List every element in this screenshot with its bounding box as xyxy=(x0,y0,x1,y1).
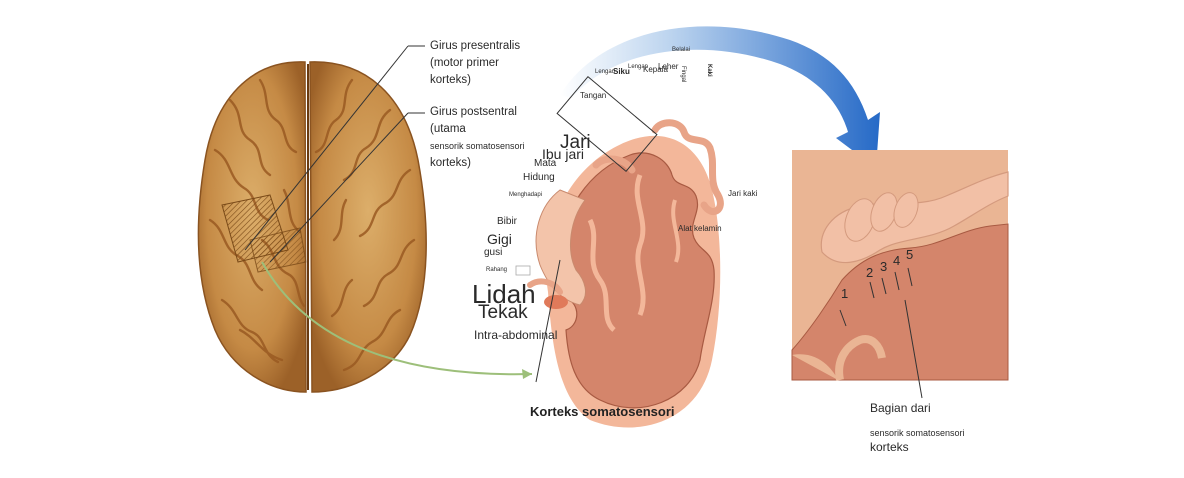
label-siku: Siku xyxy=(613,67,630,76)
postcentral-callout: Girus postsentral (utama sensorik somato… xyxy=(430,104,525,172)
postcentral-line-1: Girus postsentral xyxy=(430,106,517,118)
label-ibu-jari: Ibu jari xyxy=(542,146,585,162)
label-bibir: Bibir xyxy=(497,216,518,227)
label-tangan: Tangan xyxy=(580,91,607,100)
precentral-callout: Girus presentralis (motor primer korteks… xyxy=(430,38,520,89)
label-menghadapi: Menghadapi xyxy=(509,192,543,198)
label-gusi: gusi xyxy=(484,247,503,258)
precentral-line-2: (motor primer xyxy=(430,57,500,69)
label-intra-abdominal: Intra-abdominal xyxy=(474,328,558,342)
cortex-detail-panel xyxy=(791,150,1009,399)
postcentral-line-2: (utama xyxy=(430,123,466,135)
brain-illustration xyxy=(197,61,427,393)
precentral-line-1: Girus presentralis xyxy=(430,40,521,52)
label-belalai: Belalai xyxy=(672,47,691,53)
detail-label-line-1: Bagian dari xyxy=(870,401,931,415)
label-fingal: Fingal xyxy=(680,66,686,83)
label-rahang: Rahang xyxy=(486,267,508,273)
label-kepala: Kepala xyxy=(643,65,668,74)
label-tekak: Tekak xyxy=(478,302,528,323)
label-lidah: Lidah xyxy=(472,279,536,309)
label-gigi: Gigi xyxy=(487,231,512,247)
layer-5: 5 xyxy=(906,247,914,262)
label-lengan: Lengan xyxy=(595,69,616,75)
layer-3: 3 xyxy=(880,259,888,274)
layer-2: 2 xyxy=(866,265,874,280)
precentral-line-3: korteks) xyxy=(430,74,471,86)
label-alat-kelamin: Alat kelamin xyxy=(678,224,722,233)
postcentral-line-3: sensorik somatosensori xyxy=(430,141,525,151)
detail-label-line-2: sensorik somatosensori xyxy=(870,428,965,438)
label-hidung: Hidung xyxy=(523,172,555,183)
cortex-section xyxy=(515,119,724,428)
label-leher: Leher xyxy=(658,62,679,71)
section-caption: Korteks somatosensori xyxy=(530,404,675,419)
label-jari-kaki: Jari kaki xyxy=(728,189,758,198)
label-lengan-bawah: Lengan xyxy=(628,64,649,70)
detail-label-line-3: korteks xyxy=(870,440,909,454)
label-jari: Jari xyxy=(560,132,591,153)
layer-4: 4 xyxy=(893,253,901,268)
label-kaki: Kaki xyxy=(706,64,712,77)
layer-1: 1 xyxy=(841,286,849,301)
postcentral-line-4: korteks) xyxy=(430,157,471,169)
label-mata: Mata xyxy=(534,158,557,169)
